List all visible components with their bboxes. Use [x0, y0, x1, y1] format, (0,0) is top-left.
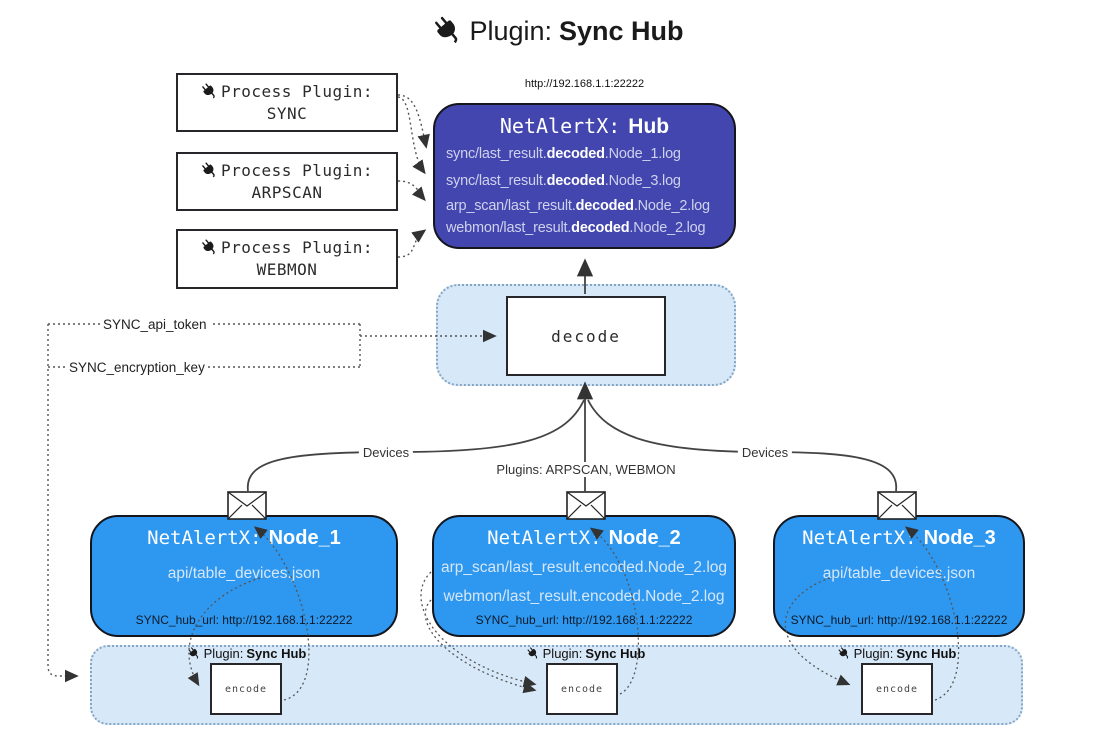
envelope-icon [227, 491, 267, 520]
process-plugin-label: Process Plugin: [221, 238, 373, 257]
node1-box: NetAlertX:Node_1 api/table_devices.json … [90, 515, 398, 637]
plugin-to-hub-connectors [397, 94, 430, 258]
plug-icon [527, 647, 538, 659]
hub-url: http://192.168.1.1:22222 [524, 78, 645, 90]
node2-file: webmon/last_result.encoded.Node_2.log [443, 588, 725, 605]
decode-box: decode [506, 296, 666, 376]
hub-log-line: sync/last_result.decoded.Node_1.log [446, 146, 681, 162]
sync-encryption-key-label: SYNC_encryption_key [66, 360, 208, 375]
sync-api-token-label: SYNC_api_token [100, 317, 210, 332]
node3-box: NetAlertX:Node_3 api/table_devices.json … [773, 515, 1025, 637]
node3-file: api/table_devices.json [822, 565, 976, 582]
hub-log-line: webmon/last_result.decoded.Node_2.log [446, 220, 706, 236]
title-prefix: Plugin: [469, 16, 553, 46]
hub-title-prefix: NetAlertX: [499, 114, 621, 138]
node1-title: NetAlertX:Node_1 [147, 527, 341, 549]
envelope-icon [566, 491, 606, 520]
devices-left-curve [247, 399, 585, 492]
node2-hub-url: SYNC_hub_url: http://192.168.1.1:22222 [475, 613, 693, 627]
hub-log-line: sync/last_result.decoded.Node_3.log [446, 173, 681, 189]
process-plugin-name: SYNC [266, 104, 308, 123]
band-plugin-label: Plugin:Sync Hub [838, 646, 956, 661]
plug-icon [435, 16, 458, 44]
band-plugin-label: Plugin:Sync Hub [527, 646, 645, 661]
band-plugin-label: Plugin:Sync Hub [188, 646, 306, 661]
hub-box: NetAlertX: Hub sync/last_result.decoded.N… [433, 103, 736, 249]
encode-box: encode [861, 663, 933, 715]
process-plugin-label: Process Plugin: [221, 82, 373, 101]
plug-icon [202, 83, 215, 99]
node3-title: NetAlertX:Node_3 [802, 527, 996, 549]
encode-box: encode [210, 663, 282, 715]
page-title: Plugin:Sync Hub [0, 16, 1117, 47]
process-plugin-box-arpscan: Process Plugin: ARPSCAN [176, 152, 398, 211]
hub-log-line: arp_scan/last_result.decoded.Node_2.log [446, 198, 710, 214]
node1-hub-url: SYNC_hub_url: http://192.168.1.1:22222 [135, 613, 353, 627]
devices-right-label: Devices [737, 445, 793, 460]
envelope-icon [877, 491, 917, 520]
process-plugin-box-sync: Process Plugin: SYNC [176, 73, 398, 132]
plug-icon [838, 647, 849, 659]
node3-hub-url: SYNC_hub_url: http://192.168.1.1:22222 [790, 613, 1008, 627]
plug-icon [202, 162, 215, 178]
encode-box: encode [546, 663, 618, 715]
plug-icon [188, 647, 199, 659]
decode-label: decode [551, 326, 621, 346]
devices-left-label: Devices [358, 445, 414, 460]
title-name: Sync Hub [559, 16, 684, 46]
node2-title: NetAlertX:Node_2 [487, 527, 681, 549]
process-plugin-name: WEBMON [256, 260, 318, 279]
process-plugin-box-webmon: Process Plugin: WEBMON [176, 229, 398, 289]
process-plugin-name: ARPSCAN [251, 183, 323, 202]
plug-icon [202, 239, 215, 255]
plugins-edge-label: Plugins: ARPSCAN, WEBMON [492, 462, 680, 477]
hub-title: NetAlertX: Hub [435, 114, 734, 139]
hub-title-name: Hub [628, 115, 670, 138]
node2-file: arp_scan/last_result.encoded.Node_2.log [440, 559, 728, 576]
node2-box: NetAlertX:Node_2 arp_scan/last_result.en… [432, 515, 736, 637]
process-plugin-label: Process Plugin: [221, 161, 373, 180]
node1-file: api/table_devices.json [167, 565, 321, 582]
